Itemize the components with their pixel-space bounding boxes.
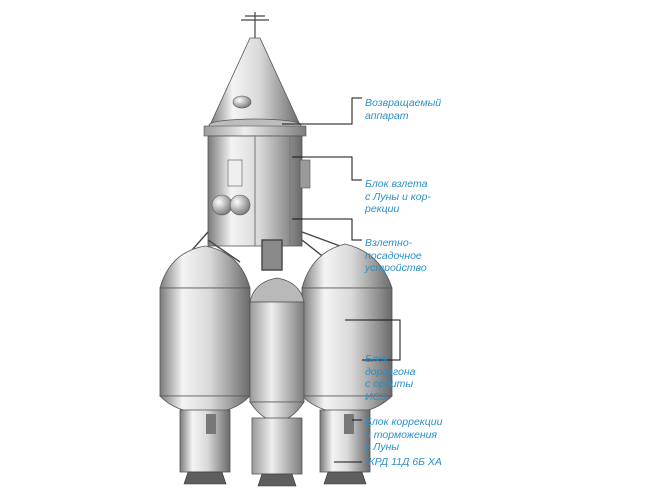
engine-nozzles <box>183 471 367 487</box>
label-orbit-booster-block: Блок доразгона с орбиты ИСЗ <box>365 353 416 403</box>
left-booster-tank <box>159 245 251 415</box>
antenna <box>241 12 269 40</box>
right-booster-tank <box>301 243 393 415</box>
ascent-block-body <box>207 135 311 247</box>
central-tank <box>249 277 305 423</box>
label-return-vehicle: Возвращаемый аппарат <box>365 97 442 122</box>
label-engine: ЖРД 11Д 6Б ХА <box>365 456 442 468</box>
leader-lines <box>282 97 401 463</box>
landing-gear-struts <box>184 231 341 271</box>
braking-block-body <box>179 409 371 475</box>
label-braking-block: Блок коррекции и торможения у Луны <box>365 416 443 453</box>
return-vehicle-body <box>203 37 307 137</box>
label-lunar-ascent-block: Блок взлета с Луны и кор- рекции <box>365 178 431 215</box>
label-landing-gear: Взлетно- посадочное устройство <box>365 237 427 274</box>
